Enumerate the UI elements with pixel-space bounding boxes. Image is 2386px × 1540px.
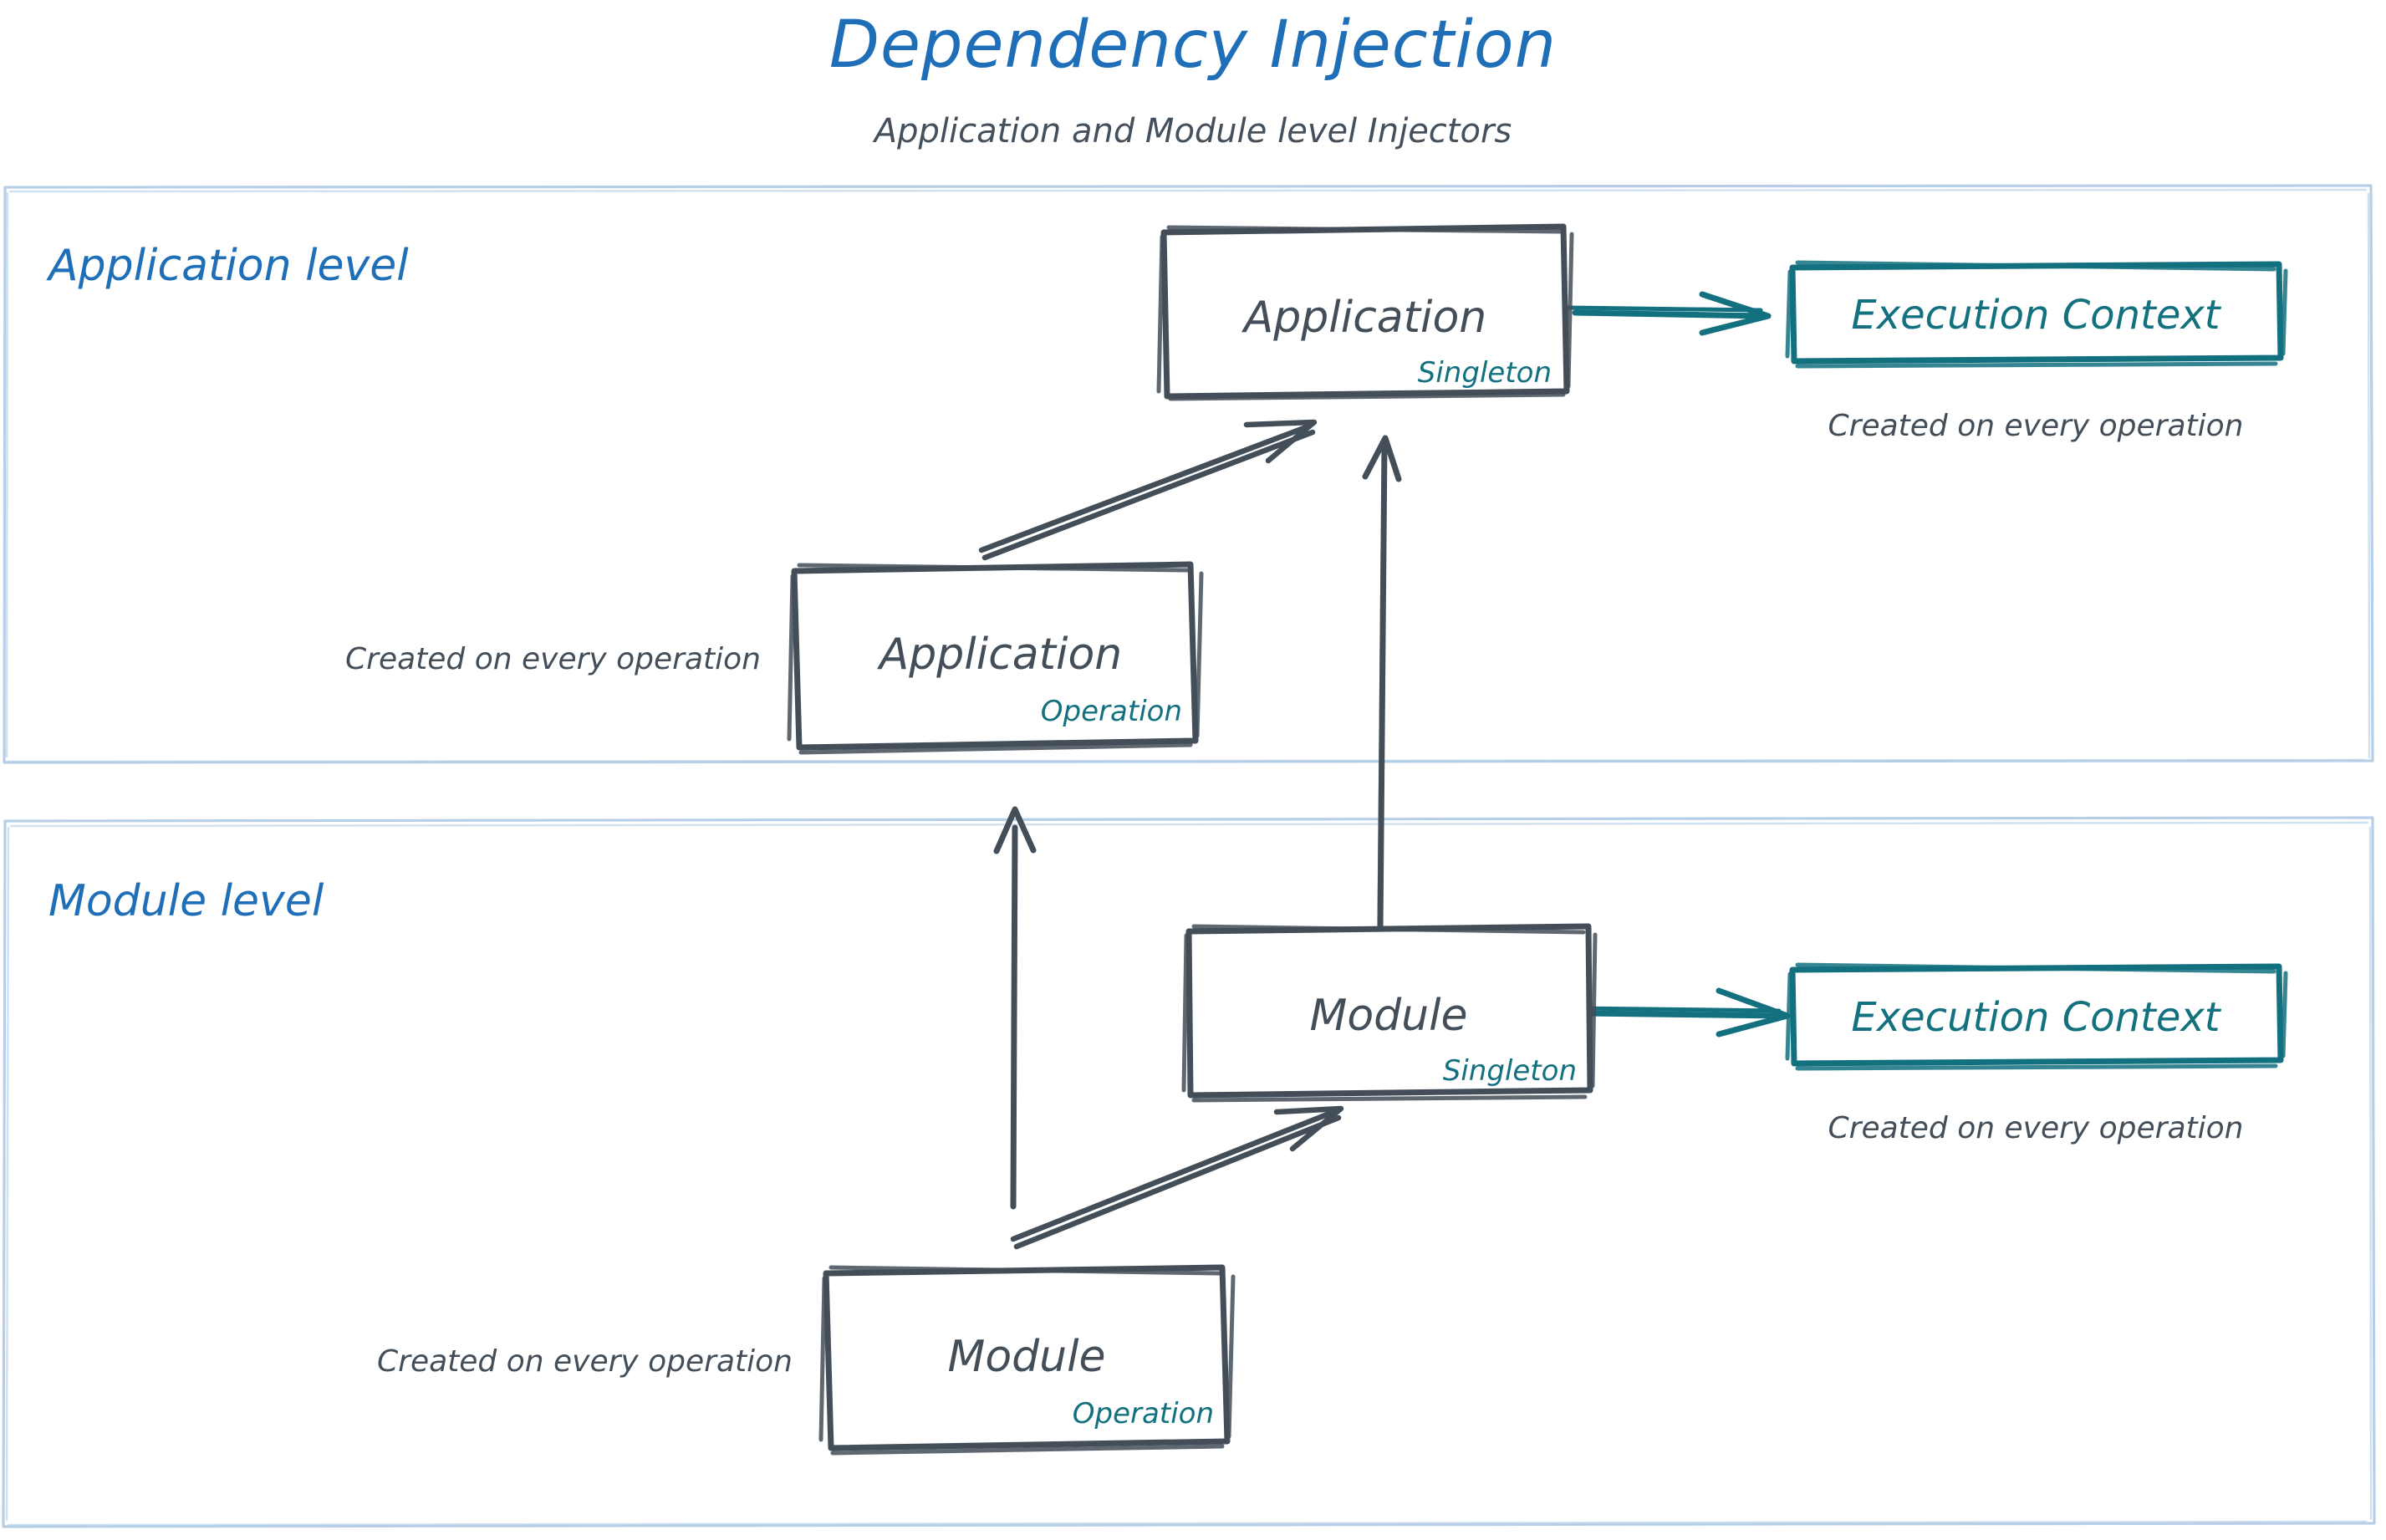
container-application-level: Application level bbox=[3, 184, 2374, 764]
node-fill bbox=[824, 1271, 1226, 1445]
node-module-singleton[interactable]: Module Singleton bbox=[1181, 923, 1598, 1103]
node-fill bbox=[1189, 930, 1588, 1094]
edge-line-secondary bbox=[1578, 1006, 1782, 1013]
node-title: Module bbox=[947, 1332, 1105, 1382]
node-caption: Created on every operation bbox=[345, 642, 761, 676]
edge-arrowhead bbox=[1273, 1105, 1344, 1152]
node-title: Application bbox=[877, 630, 1123, 680]
edge-arrowhead bbox=[993, 806, 1037, 854]
node-border-sketch bbox=[787, 563, 1204, 755]
edge-module-operation-to-module-singleton bbox=[1010, 1105, 1344, 1250]
node-border-sketch bbox=[1156, 225, 1574, 401]
node-border-sketch bbox=[1785, 962, 2288, 1071]
node-border-sketch bbox=[1785, 260, 2288, 369]
edge-app-singleton-to-exec-context bbox=[1563, 291, 1772, 336]
node-application-singleton[interactable]: Application Singleton bbox=[1156, 223, 1574, 401]
module-level-border bbox=[2, 816, 2376, 1528]
node-scope-badge: Singleton bbox=[1418, 356, 1552, 390]
node-border-sketch bbox=[818, 1265, 1236, 1456]
node-caption: Created on every operation bbox=[377, 1344, 793, 1379]
edge-module-singleton-to-exec-context bbox=[1578, 987, 1791, 1038]
node-caption: Created on every operation bbox=[1828, 409, 2244, 443]
node-title: Execution Context bbox=[1851, 292, 2221, 339]
module-level-border-sketch bbox=[5, 821, 2373, 1527]
page-title: Dependency Injection bbox=[829, 8, 1557, 83]
node-module-operation[interactable]: Module Operation Created on every operat… bbox=[377, 1264, 1236, 1456]
node-caption: Created on every operation bbox=[1828, 1111, 2244, 1145]
module-level-label: Module level bbox=[48, 876, 324, 926]
node-title: Execution Context bbox=[1851, 994, 2221, 1041]
edge-module-operation-to-app-operation bbox=[993, 806, 1037, 1210]
node-application-execution-context[interactable]: Execution Context Created on every opera… bbox=[1785, 260, 2288, 443]
application-level-label: Application level bbox=[46, 241, 409, 291]
node-scope-badge: Singleton bbox=[1443, 1054, 1577, 1088]
edge-arrowhead bbox=[1243, 419, 1318, 464]
node-fill bbox=[1165, 230, 1565, 394]
container-module-level: Module level bbox=[2, 816, 2376, 1528]
node-fill bbox=[1792, 968, 2279, 1060]
edge-line-secondary bbox=[1013, 1114, 1342, 1250]
edge-module-singleton-to-app-singleton bbox=[1362, 435, 1402, 931]
edge-app-operation-to-app-singleton bbox=[978, 419, 1318, 561]
node-title: Application bbox=[1241, 293, 1487, 343]
node-module-execution-context[interactable]: Execution Context Created on every opera… bbox=[1785, 962, 2288, 1145]
node-fill bbox=[1792, 266, 2279, 358]
edge-line-secondary bbox=[1377, 550, 1384, 926]
edge-line-secondary bbox=[981, 429, 1316, 561]
edge-line bbox=[1377, 440, 1388, 931]
node-title: Module bbox=[1309, 991, 1467, 1041]
node-border bbox=[1185, 923, 1593, 1099]
edge-line-secondary bbox=[1563, 305, 1763, 313]
node-scope-badge: Operation bbox=[1041, 695, 1182, 728]
node-scope-badge: Operation bbox=[1073, 1397, 1214, 1430]
page-subtitle: Application and Module level Injectors bbox=[872, 112, 1512, 150]
edge-line bbox=[1010, 824, 1018, 1210]
application-level-border bbox=[3, 184, 2374, 764]
node-application-operation[interactable]: Application Operation Created on every o… bbox=[345, 561, 1204, 755]
edge-line bbox=[1010, 1109, 1337, 1242]
edge-arrowhead bbox=[1699, 291, 1772, 336]
edge-line bbox=[1585, 1010, 1787, 1019]
edge-arrowhead bbox=[1362, 435, 1402, 482]
node-border-sketch bbox=[1181, 924, 1598, 1103]
edge-line bbox=[1572, 309, 1767, 319]
node-fill bbox=[793, 569, 1194, 746]
application-level-border-sketch bbox=[5, 188, 2371, 763]
edge-line bbox=[978, 423, 1312, 553]
